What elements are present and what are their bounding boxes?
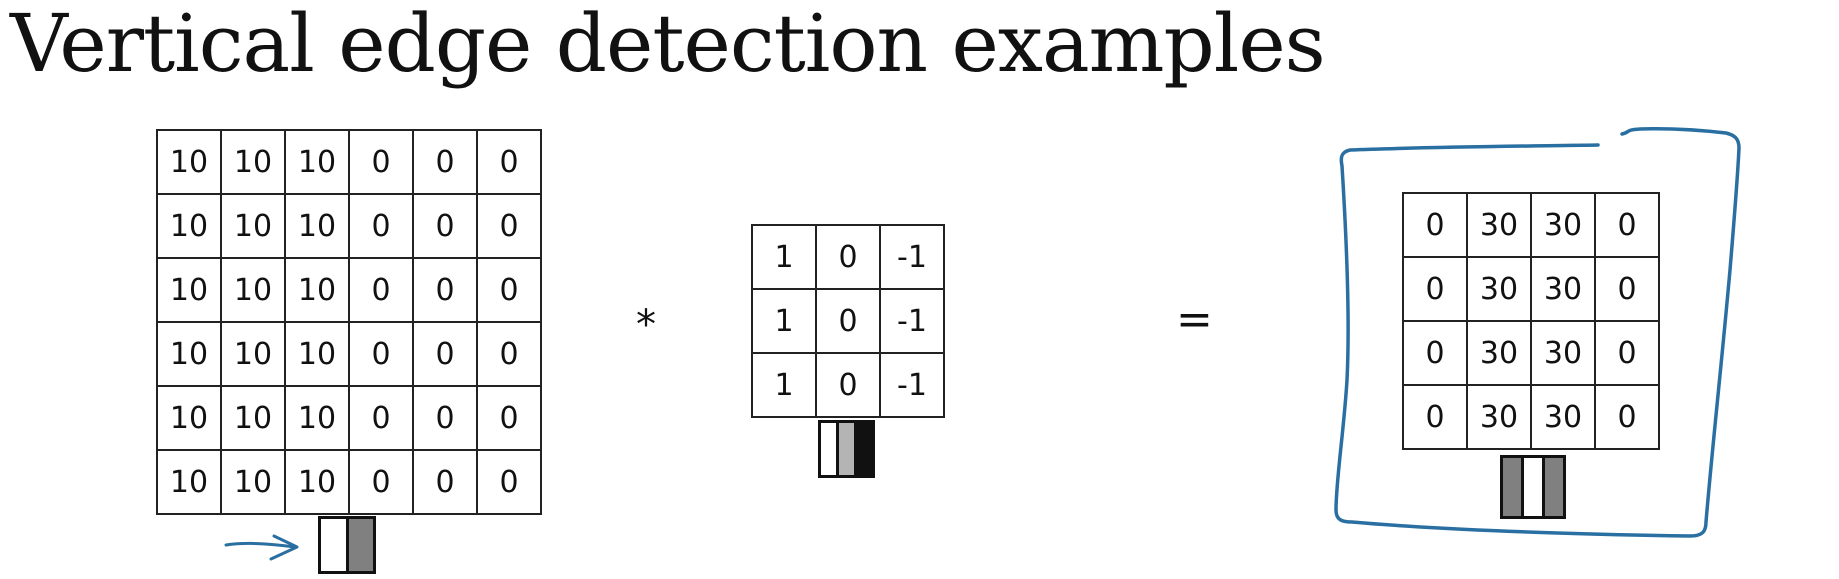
matrix-cell: 0: [1594, 320, 1660, 386]
matrix-cell: 10: [284, 449, 350, 515]
arrow-annotation: [224, 534, 299, 561]
matrix-cell: 0: [412, 257, 478, 323]
convolution-operator: *: [636, 302, 656, 348]
matrix-cell: 30: [1530, 320, 1596, 386]
slide-title: Vertical edge detection examples: [10, 0, 1326, 90]
arrow-shaft: [224, 541, 297, 549]
matrix-cell: 30: [1530, 384, 1596, 450]
matrix-cell: -1: [879, 224, 945, 290]
matrix-cell: 0: [348, 129, 414, 195]
matrix-cell: 0: [1594, 384, 1660, 450]
matrix-cell: 10: [220, 129, 286, 195]
matrix-cell: 1: [751, 224, 817, 290]
matrix-cell: 0: [348, 385, 414, 451]
matrix-cell: 0: [476, 257, 542, 323]
matrix-cell: 0: [476, 193, 542, 259]
matrix-cell: 10: [220, 257, 286, 323]
matrix-cell: 0: [476, 321, 542, 387]
output-edge-icon: [1500, 455, 1566, 519]
matrix-cell: 0: [1594, 256, 1660, 322]
matrix-cell: 30: [1466, 320, 1532, 386]
edge-icon-stripe: [1524, 458, 1545, 516]
matrix-cell: 0: [412, 321, 478, 387]
matrix-cell: 10: [284, 257, 350, 323]
matrix-cell: 10: [156, 385, 222, 451]
matrix-cell: 0: [412, 193, 478, 259]
edge-icon-stripe: [821, 423, 839, 475]
matrix-cell: 0: [348, 449, 414, 515]
matrix-cell: 10: [156, 193, 222, 259]
matrix-cell: 0: [1594, 192, 1660, 258]
edge-icon-stripe: [348, 519, 373, 571]
matrix-cell: 0: [476, 129, 542, 195]
matrix-cell: 10: [220, 385, 286, 451]
edge-icon-stripe: [857, 423, 872, 475]
matrix-cell: 0: [412, 449, 478, 515]
matrix-cell: 0: [815, 288, 881, 354]
matrix-cell: 10: [156, 321, 222, 387]
matrix-cell: 0: [815, 224, 881, 290]
matrix-cell: 0: [815, 352, 881, 418]
matrix-cell: 0: [1402, 192, 1468, 258]
matrix-cell: 0: [348, 257, 414, 323]
matrix-cell: 30: [1530, 256, 1596, 322]
matrix-cell: 10: [156, 129, 222, 195]
matrix-cell: 10: [284, 385, 350, 451]
input-edge-icon: [318, 516, 376, 574]
edge-icon-stripe: [1503, 458, 1524, 516]
matrix-cell: 0: [1402, 320, 1468, 386]
matrix-cell: 10: [156, 449, 222, 515]
matrix-cell: 10: [220, 321, 286, 387]
matrix-cell: -1: [879, 288, 945, 354]
matrix-cell: 0: [348, 193, 414, 259]
matrix-cell: 0: [412, 385, 478, 451]
matrix-cell: 10: [284, 193, 350, 259]
edge-icon-stripe: [321, 519, 349, 571]
arrow-head: [269, 534, 299, 561]
matrix-cell: 0: [476, 449, 542, 515]
matrix-cell: 10: [284, 129, 350, 195]
matrix-cell: 30: [1466, 256, 1532, 322]
matrix-cell: -1: [879, 352, 945, 418]
kernel-edge-icon: [818, 420, 875, 478]
matrix-cell: 0: [476, 385, 542, 451]
matrix-cell: 10: [284, 321, 350, 387]
matrix-cell: 10: [156, 257, 222, 323]
edge-icon-stripe: [1545, 458, 1563, 516]
matrix-cell: 0: [1402, 256, 1468, 322]
matrix-cell: 0: [1402, 384, 1468, 450]
matrix-cell: 30: [1466, 384, 1532, 450]
matrix-cell: 0: [412, 129, 478, 195]
matrix-cell: 30: [1466, 192, 1532, 258]
matrix-cell: 0: [348, 321, 414, 387]
matrix-cell: 1: [751, 352, 817, 418]
equals-operator: =: [1176, 294, 1213, 345]
matrix-cell: 30: [1530, 192, 1596, 258]
matrix-cell: 10: [220, 449, 286, 515]
edge-icon-stripe: [839, 423, 857, 475]
matrix-cell: 1: [751, 288, 817, 354]
matrix-cell: 10: [220, 193, 286, 259]
